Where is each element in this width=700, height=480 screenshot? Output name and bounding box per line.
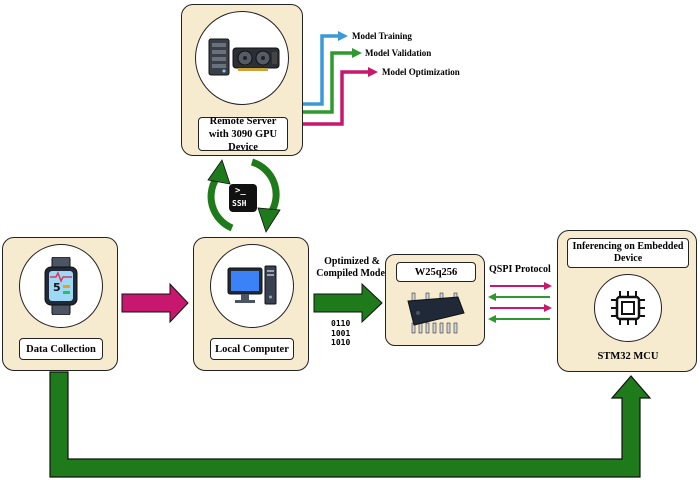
- ssh-down-arrowhead: [257, 207, 281, 233]
- remote-server-label: Remote Server with 3090 GPU Device: [198, 116, 288, 153]
- desktop-computer-icon: [227, 265, 277, 305]
- ssh-icon: >_ SSH: [229, 184, 257, 212]
- remote-server-panel: Remote Server with 3090 GPU Device: [181, 4, 303, 156]
- transfer-label-line1: Optimized &: [324, 256, 380, 267]
- mcu-circle: [594, 274, 662, 342]
- local-computer-label: Local Computer: [210, 338, 294, 360]
- server-rack-icon: [208, 38, 230, 76]
- ssh-up-arrowhead: [207, 159, 231, 185]
- flash-chip-panel: W25q256: [385, 254, 485, 346]
- transfer-label-line2: Compiled Model: [316, 268, 388, 279]
- qspi-protocol-label: QSPI Protocol: [489, 264, 551, 275]
- data-collection-circle: 5: [19, 244, 103, 328]
- flash-chip-icon: [407, 292, 465, 334]
- local-computer-panel: Local Computer: [193, 237, 309, 371]
- flash-chip-label: W25q256: [396, 262, 476, 282]
- output-model-optimization: Model Optimization: [382, 67, 460, 77]
- validation-arrowhead: [352, 48, 362, 58]
- microchip-icon: [611, 291, 645, 325]
- remote-server-circle: [195, 11, 289, 105]
- output-model-validation: Model Validation: [365, 48, 432, 58]
- optimization-arrowhead: [368, 67, 378, 77]
- output-branches: [302, 34, 368, 126]
- data-collection-label: Data Collection: [19, 338, 103, 360]
- data-to-local-arrow: [121, 282, 189, 324]
- data-to-mcu-arrow: [49, 371, 652, 478]
- local-computer-circle: [210, 244, 294, 328]
- local-to-flash-arrow: [313, 282, 383, 324]
- ssh-loop-left-arrow: [207, 173, 234, 232]
- smartwatch-icon: [44, 257, 78, 315]
- ssh-loop-right-arrow: [250, 158, 280, 217]
- watch-digit: 5: [53, 281, 61, 294]
- ssh-label: SSH: [232, 199, 247, 208]
- mcu-label: STM32 MCU: [597, 351, 659, 362]
- embedded-device-panel: Inferencing on Embedded Device STM32 MCU: [557, 230, 697, 372]
- data-collection-panel: 5 Data Collection: [2, 237, 118, 371]
- binary-data-icon: 0110 1001 1010: [331, 319, 351, 347]
- qspi-arrows: [488, 282, 552, 323]
- output-model-training: Model Training: [352, 31, 412, 41]
- gpu-card-icon: [232, 47, 280, 71]
- training-arrowhead: [338, 31, 348, 41]
- embedded-device-title: Inferencing on Embedded Device: [567, 238, 689, 268]
